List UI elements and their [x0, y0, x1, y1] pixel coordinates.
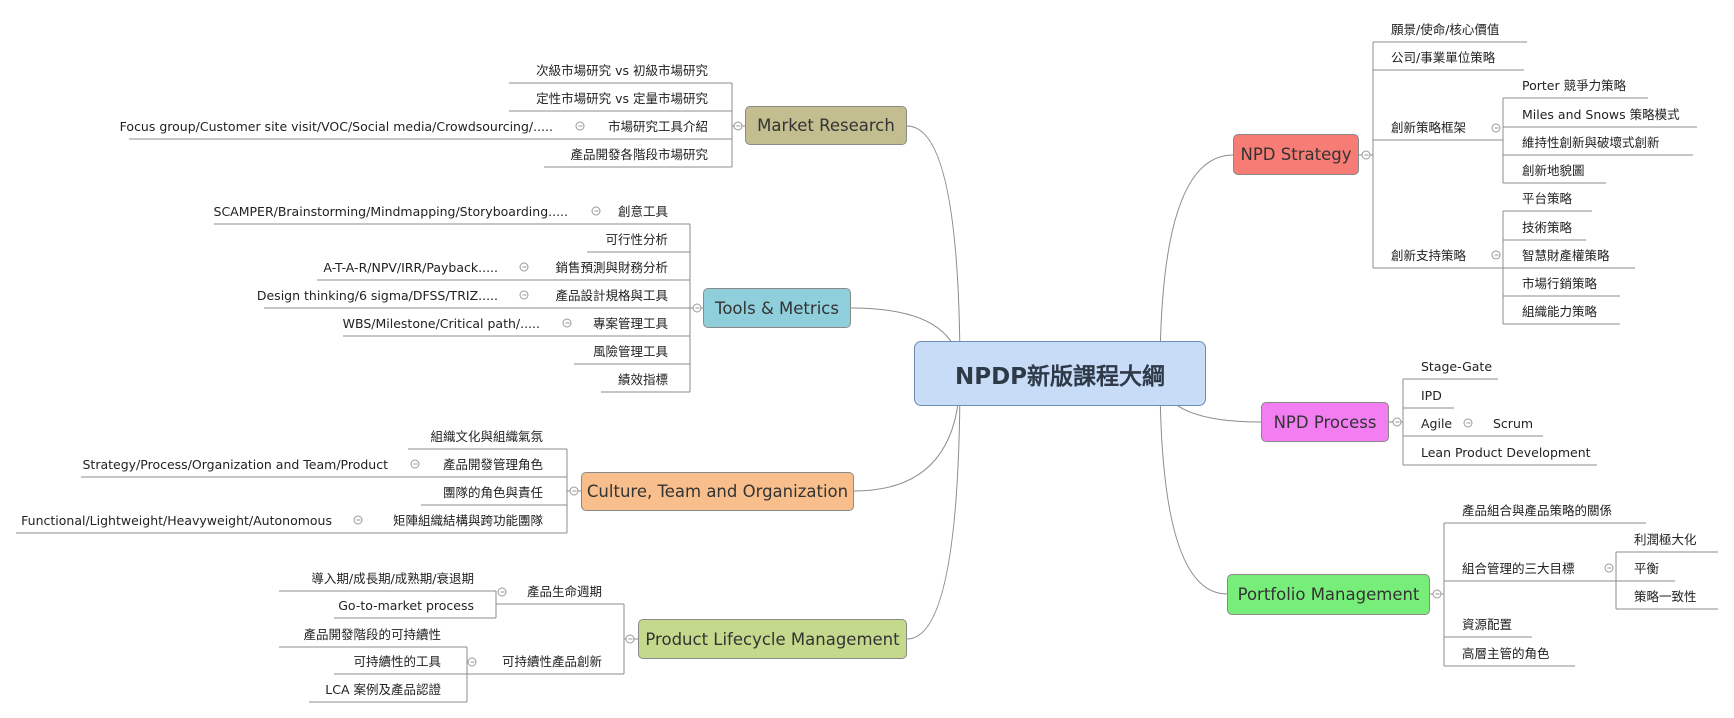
support-item[interactable]: 智慧財產權策略	[1522, 248, 1610, 263]
framework-item[interactable]: Porter 競爭力策略	[1522, 78, 1627, 93]
branch-npd-strategy[interactable]: NPD Strategy	[1233, 134, 1359, 175]
tools-detail[interactable]: Focus group/Customer site visit/VOC/Soci…	[119, 119, 553, 134]
collapse-toggle-icon[interactable]	[562, 318, 572, 328]
lifecycle-item[interactable]: 導入期/成長期/成熟期/衰退期	[311, 571, 474, 586]
support-item[interactable]: 技術策略	[1522, 220, 1573, 235]
tools-item[interactable]: 產品設計規格與工具	[555, 288, 668, 303]
process-item[interactable]: Stage-Gate	[1421, 359, 1493, 374]
strategy-item[interactable]: 公司/事業單位策略	[1391, 50, 1496, 65]
culture-item[interactable]: 團隊的角色與責任	[442, 485, 543, 500]
curve-portfolio	[1159, 373, 1228, 595]
curve-npd-strategy	[1159, 154, 1234, 375]
branch-tools-metrics[interactable]: Tools & Metrics	[703, 288, 851, 328]
culture-item[interactable]: 產品開發管理角色	[442, 457, 543, 472]
curve-plm	[906, 373, 961, 640]
creative-detail[interactable]: SCAMPER/Brainstorming/Mindmapping/Storyb…	[213, 204, 568, 219]
collapse-toggle-icon[interactable]	[497, 587, 507, 597]
culture-item[interactable]: 矩陣組織結構與跨功能團隊	[392, 513, 543, 528]
collapse-toggle-icon[interactable]	[1361, 150, 1371, 160]
process-item[interactable]: Lean Product Development	[1421, 445, 1591, 460]
plm-item[interactable]: 產品生命週期	[526, 584, 602, 599]
branch-culture[interactable]: Culture, Team and Organization	[581, 472, 854, 511]
curve-market-research	[906, 125, 961, 375]
collapse-toggle-icon[interactable]	[1604, 563, 1614, 573]
sustainability-item[interactable]: 可持續性的工具	[353, 654, 441, 669]
tools-item[interactable]: 績效指標	[617, 372, 668, 387]
branch-portfolio[interactable]: Portfolio Management	[1227, 574, 1430, 615]
goal-item[interactable]: 利潤極大化	[1634, 532, 1697, 547]
market-research-item[interactable]: 次級市場研究 vs 初級市場研究	[536, 63, 708, 78]
collapse-toggle-icon[interactable]	[467, 657, 477, 667]
collapse-toggle-icon[interactable]	[591, 206, 601, 216]
strategy-item[interactable]: 創新策略框架	[1391, 120, 1467, 135]
collapse-toggle-icon[interactable]	[519, 290, 529, 300]
tools-item[interactable]: 專案管理工具	[592, 316, 668, 331]
collapse-toggle-icon[interactable]	[1392, 417, 1402, 427]
portfolio-item[interactable]: 資源配置	[1462, 617, 1513, 632]
market-research-item[interactable]: 產品開發各階段市場研究	[570, 147, 708, 162]
sustainability-item[interactable]: 產品開發階段的可持續性	[303, 627, 441, 642]
plm-item[interactable]: 可持續性產品創新	[501, 654, 602, 669]
collapse-toggle-icon[interactable]	[733, 121, 743, 131]
collapse-toggle-icon[interactable]	[1491, 250, 1501, 260]
branch-npd-process[interactable]: NPD Process	[1261, 402, 1389, 442]
collapse-toggle-icon[interactable]	[353, 515, 363, 525]
process-item[interactable]: Agile	[1421, 416, 1453, 431]
market-research-item[interactable]: 定性市場研究 vs 定量市場研究	[536, 91, 708, 106]
collapse-toggle-icon[interactable]	[1463, 418, 1473, 428]
scrum-detail[interactable]: Scrum	[1493, 416, 1534, 431]
culture-item[interactable]: 組織文化與組織氣氛	[430, 429, 543, 444]
goal-item[interactable]: 策略一致性	[1634, 589, 1697, 604]
tools-item[interactable]: 可行性分析	[605, 232, 668, 247]
matrix-detail[interactable]: Functional/Lightweight/Heavyweight/Auton…	[21, 513, 332, 528]
branch-plm[interactable]: Product Lifecycle Management	[638, 619, 907, 659]
framework-item[interactable]: Miles and Snows 策略模式	[1522, 107, 1680, 122]
goal-item[interactable]: 平衡	[1634, 561, 1660, 576]
portfolio-item[interactable]: 產品組合與產品策略的關係	[1462, 503, 1613, 518]
strategy-item[interactable]: 創新支持策略	[1391, 248, 1467, 263]
branch-market-research[interactable]: Market Research	[745, 106, 907, 145]
support-item[interactable]: 市場行銷策略	[1522, 276, 1598, 291]
design-detail[interactable]: Design thinking/6 sigma/DFSS/TRIZ.....	[256, 288, 498, 303]
collapse-toggle-icon[interactable]	[692, 303, 702, 313]
collapse-toggle-icon[interactable]	[625, 634, 635, 644]
collapse-toggle-icon[interactable]	[575, 121, 585, 131]
process-item[interactable]: IPD	[1421, 388, 1442, 403]
collapse-toggle-icon[interactable]	[410, 459, 420, 469]
tools-item[interactable]: 風險管理工具	[592, 344, 668, 359]
collapse-toggle-icon[interactable]	[1432, 589, 1442, 599]
collapse-toggle-icon[interactable]	[1491, 123, 1501, 133]
tools-item[interactable]: 創意工具	[617, 204, 668, 219]
lifecycle-item[interactable]: Go-to-market process	[338, 598, 474, 613]
support-item[interactable]: 平台策略	[1522, 191, 1573, 206]
portfolio-item[interactable]: 高層主管的角色	[1462, 646, 1550, 661]
collapse-toggle-icon[interactable]	[519, 262, 529, 272]
support-item[interactable]: 組織能力策略	[1522, 304, 1598, 319]
tools-item[interactable]: 銷售預測與財務分析	[555, 260, 668, 275]
central-topic[interactable]: NPDP新版課程大綱	[914, 341, 1206, 406]
strategy-item[interactable]: 願景/使命/核心價值	[1391, 22, 1500, 37]
framework-item[interactable]: 維持性創新與破壞式創新	[1522, 135, 1660, 150]
sustainability-item[interactable]: LCA 案例及產品認證	[325, 682, 441, 697]
portfolio-item[interactable]: 組合管理的三大目標	[1462, 561, 1575, 576]
framework-item[interactable]: 創新地貌圖	[1522, 163, 1585, 178]
collapse-toggle-icon[interactable]	[569, 486, 579, 496]
finance-detail[interactable]: A-T-A-R/NPV/IRR/Payback.....	[323, 260, 498, 275]
project-detail[interactable]: WBS/Milestone/Critical path/.....	[342, 316, 540, 331]
roles-detail[interactable]: Strategy/Process/Organization and Team/P…	[82, 457, 389, 472]
market-research-item[interactable]: 市場研究工具介紹	[607, 119, 708, 134]
